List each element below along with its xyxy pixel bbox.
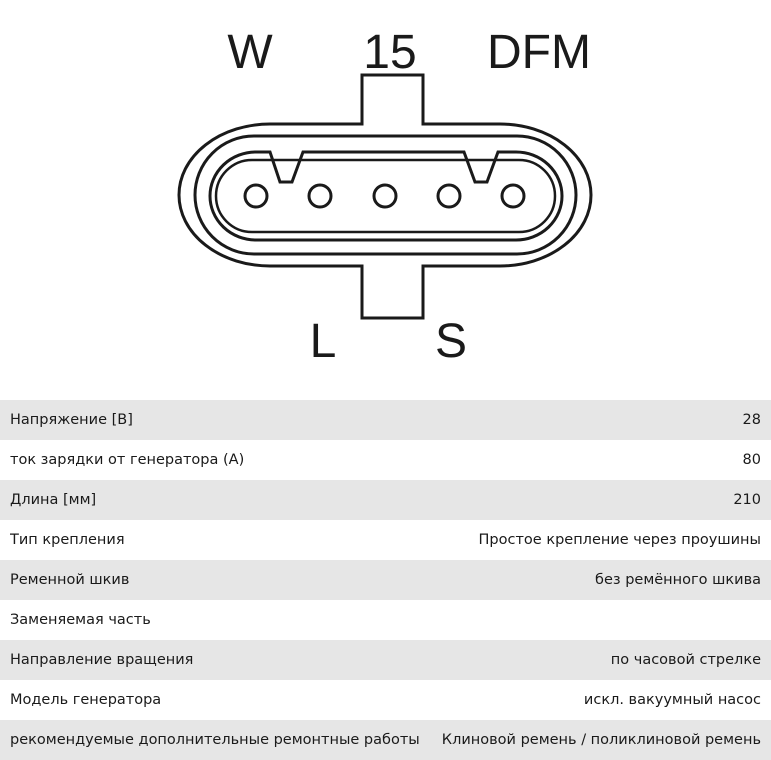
pin-1	[243, 183, 269, 209]
pin-label-l: L	[310, 315, 337, 368]
spec-table: Напряжение [В] 28 ток зарядки от генерат…	[0, 400, 771, 760]
spec-row-pulley: Ременной шкив без ремённого шкива	[0, 560, 771, 600]
spec-value: Клиновой ремень / поликлиновой ремень	[441, 732, 761, 748]
spec-label: Заменяемая часть	[10, 612, 151, 628]
spec-row-recommended-repairs: рекомендуемые дополнительные ремонтные р…	[0, 720, 771, 760]
spec-label: Напряжение [В]	[10, 412, 133, 428]
spec-label: Длина [мм]	[10, 492, 97, 508]
spec-label: Ременной шкив	[10, 572, 130, 588]
pin-3	[372, 183, 398, 209]
pin-2	[307, 183, 333, 209]
spec-value: 210	[733, 492, 761, 508]
connector-diagram: W 15 DFM L S	[177, 26, 593, 368]
spec-label: рекомендуемые дополнительные ремонтные р…	[10, 732, 420, 748]
spec-value: Простое крепление через проушины	[478, 532, 761, 548]
spec-value: по часовой стрелке	[610, 652, 761, 668]
pin-cavity	[208, 150, 564, 242]
spec-row-charging-current: ток зарядки от генератора (А) 80	[0, 440, 771, 480]
spec-label: Направление вращения	[10, 652, 194, 668]
pin-5	[500, 183, 526, 209]
spec-row-rotation-direction: Направление вращения по часовой стрелке	[0, 640, 771, 680]
pin-label-w: W	[227, 26, 273, 79]
spec-label: ток зарядки от генератора (А)	[10, 452, 245, 468]
spec-value: 80	[742, 452, 761, 468]
spec-row-length: Длина [мм] 210	[0, 480, 771, 520]
pin-label-dfm: DFM	[487, 26, 591, 79]
pin-cavity-inner	[214, 158, 557, 234]
pin-4	[436, 183, 462, 209]
spec-value: искл. вакуумный насос	[583, 692, 761, 708]
spec-value: без ремённого шкива	[595, 572, 761, 588]
connector-drawing: W 15 DFM L S	[177, 26, 593, 368]
spec-value: 28	[742, 412, 761, 428]
spec-row-generator-model: Модель генератора искл. вакуумный насос	[0, 680, 771, 720]
connector-outline	[193, 134, 578, 256]
spec-label: Тип крепления	[10, 532, 125, 548]
spec-row-replacement-part: Заменяемая часть	[0, 600, 771, 640]
spec-row-mounting-type: Тип крепления Простое крепление через пр…	[0, 520, 771, 560]
spec-row-voltage: Напряжение [В] 28	[0, 400, 771, 440]
pin-label-15: 15	[363, 26, 416, 79]
pin-label-s: S	[435, 315, 467, 368]
spec-label: Модель генератора	[10, 692, 162, 708]
